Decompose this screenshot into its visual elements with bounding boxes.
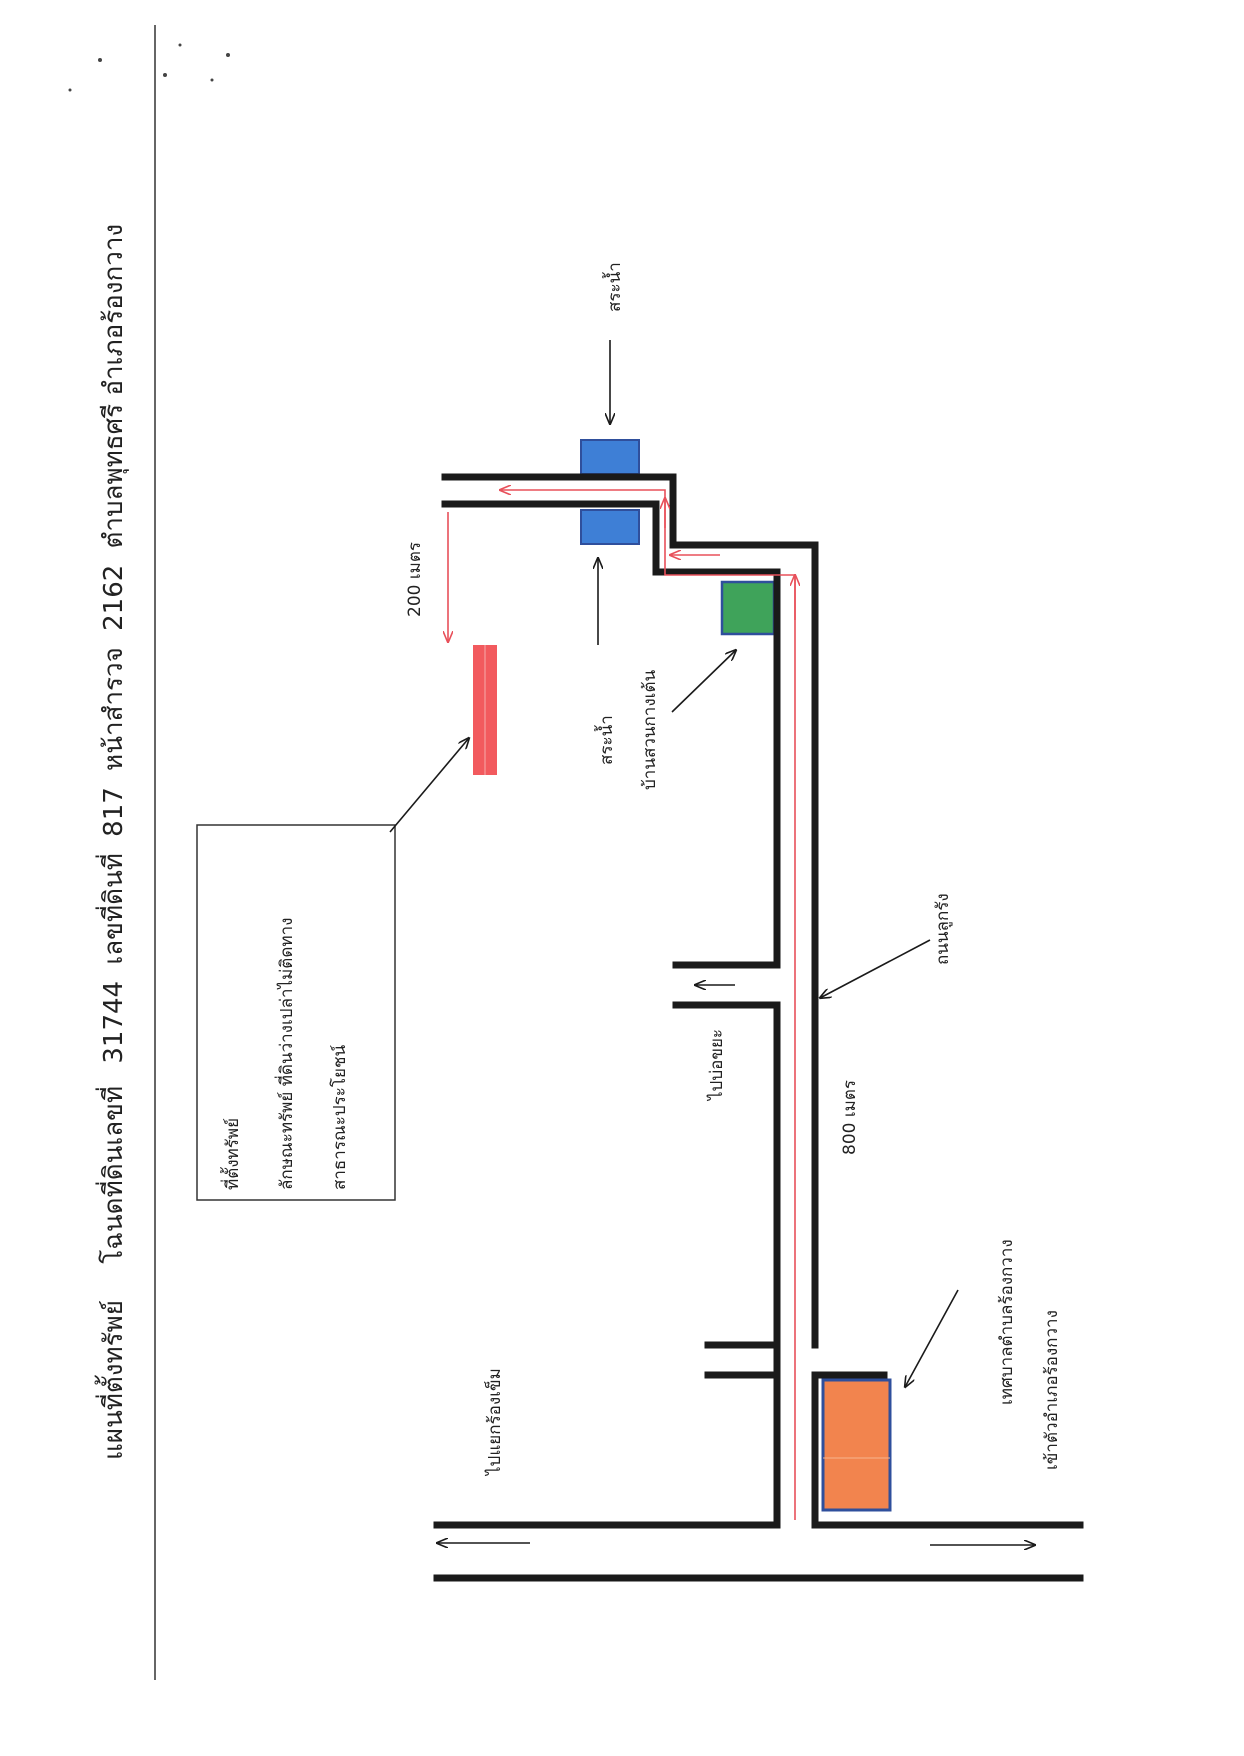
title-location: ตำบลพุทธศรี อำเภอร้องกวาง <box>99 224 129 549</box>
laterite-road <box>441 473 888 1529</box>
municipality-label-2: เข้าตัวอำเภอร้องกวาง <box>1042 1310 1062 1470</box>
house-arrow <box>671 650 736 713</box>
legend-line-1: ที่ตั้งทรัพย์ <box>220 1118 243 1190</box>
municipality-marker <box>821 1378 892 1512</box>
to-dump-label: ไปบ่อขยะ <box>706 1029 727 1102</box>
road-name-arrow <box>820 939 931 998</box>
road-east-edge <box>441 473 819 1349</box>
legend-box <box>196 824 396 1201</box>
municipality-label-1: เทศบาลตำบลร้องกวาง <box>997 1239 1017 1405</box>
house-label: บ้านสวนกางเต้น <box>640 670 660 790</box>
route-line <box>500 490 796 1520</box>
main-road <box>433 1521 1084 1582</box>
pond-lower-label: สระน้ำ <box>594 715 617 765</box>
pond-upper-label: สระน้ำ <box>602 262 625 312</box>
distance-200-label: 200 เมตร <box>405 542 425 617</box>
legend-line-3: สาธารณะประโยชน์ <box>329 1044 350 1190</box>
title-deed-no: 31744 <box>99 981 129 1064</box>
legend-pointer-arrow <box>389 738 469 833</box>
scan-marks <box>68 43 230 92</box>
title-land-label: เลขที่ดินที่ <box>95 853 129 965</box>
pond-lower <box>580 509 640 545</box>
title-survey-no: 2162 <box>99 565 129 631</box>
pond-upper <box>580 439 640 475</box>
municipality-arrow <box>905 1289 959 1387</box>
to-junction-label: ไปแยกร้องเข็ม <box>483 1368 505 1477</box>
map-title: แผนที่ตั้งทรัพย์ โฉนดที่ดินเลขที่ 31744 … <box>94 224 129 1460</box>
road-west-edge <box>441 500 781 969</box>
title-survey-label: หน้าสำรวจ <box>99 647 129 771</box>
title-deed-label: โฉนดที่ดินเลขที่ <box>95 1086 129 1264</box>
title-prefix: แผนที่ตั้งทรัพย์ <box>94 1300 129 1460</box>
title-land-no: 817 <box>99 787 129 837</box>
house-marker <box>720 580 776 636</box>
legend-text: ที่ตั้งทรัพย์ ลักษณะทรัพย์ ที่ดินว่างเปล… <box>220 918 350 1190</box>
junction-north-arm <box>704 1341 781 1529</box>
legend-line-2: ลักษณะทรัพย์ ที่ดินว่างเปล่าไม่ติดทาง <box>274 918 297 1190</box>
road-name-label: ถนนลูกรัง <box>933 893 953 965</box>
distance-800-label: 800 เมตร <box>840 1080 860 1155</box>
